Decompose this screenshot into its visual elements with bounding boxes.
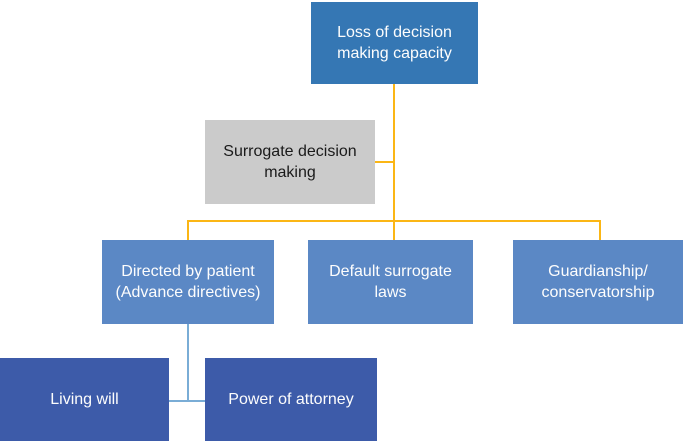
- connector-branch-horizontal: [187, 220, 601, 222]
- node-power-of-attorney: Power of attorney: [205, 358, 377, 441]
- node-living-will: Living will: [0, 358, 169, 441]
- connector-drop-guardianship: [599, 220, 601, 240]
- connector-drop-directed: [187, 220, 189, 240]
- node-loss-of-decision-making-capacity: Loss of decision making capacity: [311, 2, 478, 84]
- connector-livingwill-poa: [169, 400, 205, 402]
- connector-directed-to-sub: [187, 324, 189, 401]
- node-guardianship-conservatorship: Guardianship/ conservatorship: [513, 240, 683, 324]
- connector-loss-to-branch: [393, 84, 395, 240]
- connector-surrogate-stub: [375, 161, 393, 163]
- node-surrogate-decision-making: Surrogate decision making: [205, 120, 375, 204]
- node-directed-by-patient: Directed by patient (Advance directives): [102, 240, 274, 324]
- node-default-surrogate-laws: Default surrogate laws: [308, 240, 473, 324]
